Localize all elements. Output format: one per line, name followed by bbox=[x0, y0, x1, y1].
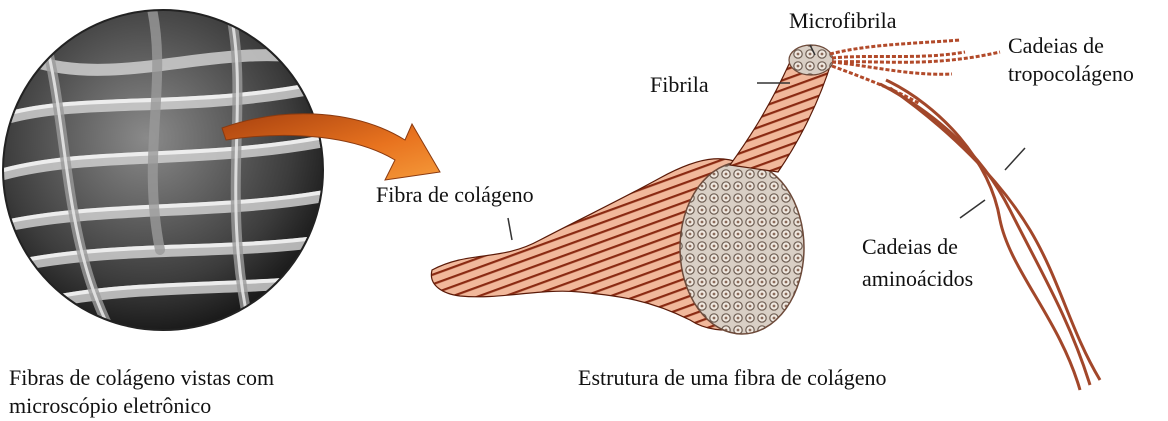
label-microfibrila: Microfibrila bbox=[789, 8, 897, 34]
micrograph-image bbox=[0, 0, 330, 330]
label-cadeias-aminoacidos-1: Cadeias de bbox=[862, 234, 958, 260]
label-cadeias-tropocolageno-2: tropocolágeno bbox=[1008, 61, 1134, 87]
label-cadeias-aminoacidos-2: aminoácidos bbox=[862, 266, 973, 292]
caption-left-line-1: Fibras de colágeno vistas com bbox=[9, 364, 274, 391]
label-fibra-colageno: Fibra de colágeno bbox=[376, 182, 534, 208]
label-cadeias-tropocolageno-1: Cadeias de bbox=[1008, 33, 1104, 59]
caption-right: Estrutura de uma fibra de colágeno bbox=[578, 364, 886, 391]
label-fibrila: Fibrila bbox=[650, 72, 709, 98]
collagen-fiber-illustration bbox=[431, 40, 1100, 390]
caption-left-line-2: microscópio eletrônico bbox=[9, 392, 211, 419]
